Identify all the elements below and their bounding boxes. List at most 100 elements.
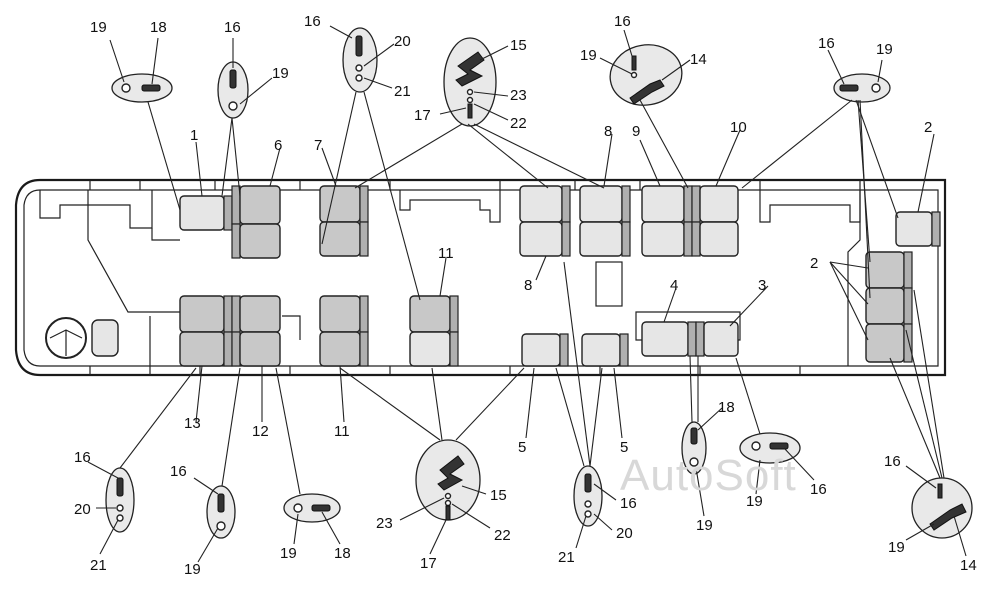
seat-12-back-lower: [231, 331, 241, 367]
callout-14-top-5: 14: [690, 51, 707, 68]
seat-4: [641, 321, 689, 357]
seat-11a-upper: [319, 295, 361, 333]
seat-9-back-lower: [683, 221, 693, 257]
callout-16-top-2: 16: [224, 19, 241, 36]
bubble-top-1: [111, 73, 173, 103]
callout-5-left: 5: [518, 439, 526, 456]
bolt-icon: [584, 473, 592, 493]
bubble-top-4: [443, 37, 497, 127]
bubble-top-5: [609, 44, 683, 106]
seat-3-back: [695, 321, 705, 357]
seat-13-back-upper: [223, 295, 233, 333]
seat-13-lower: [179, 331, 225, 367]
seat-9-back-upper: [683, 185, 693, 223]
screw-icon: [937, 483, 943, 499]
callout-7: 7: [314, 137, 322, 154]
callout-19-top-6: 19: [876, 41, 893, 58]
washer-icon: [871, 83, 881, 93]
seat-9-lower: [641, 221, 685, 257]
seat-11a-back-lower: [359, 331, 369, 367]
callout-16-bottom-1: 16: [74, 449, 91, 466]
callout-17-top-4: 17: [414, 107, 431, 124]
bracket-icon: [437, 455, 465, 491]
bubble-bottom-2: [206, 485, 236, 539]
bubble-top-6: [833, 73, 891, 103]
callout-6: 6: [274, 137, 282, 154]
seat-4-back: [687, 321, 697, 357]
mid-step: [282, 315, 301, 340]
bus-body: [14, 178, 947, 377]
callout-17-bottom-4: 17: [420, 555, 437, 572]
nut-icon: [466, 96, 474, 104]
screw-icon: [445, 505, 451, 521]
seat-8b-back-upper: [621, 185, 631, 223]
callout-10: 10: [730, 119, 747, 136]
callout-3: 3: [758, 277, 766, 294]
callout-2-side: 2: [810, 255, 818, 272]
bolt-icon: [311, 504, 331, 512]
mid-door-platform: [635, 311, 741, 341]
seat-2-bench-3-back: [903, 323, 913, 363]
driver-area: [45, 317, 119, 359]
washer-icon: [121, 83, 131, 93]
callout-19-bottom-3: 19: [280, 545, 297, 562]
seat-10-lower: [699, 221, 739, 257]
screw-icon: [467, 103, 473, 119]
bubble-bottom-8: [911, 477, 973, 539]
driver-partition: [87, 190, 180, 313]
bracket-icon: [455, 51, 485, 87]
washer-icon: [228, 101, 238, 111]
seat-10-upper: [699, 185, 739, 223]
seat-2-bench-1: [865, 251, 905, 289]
callout-19-bottom-6: 19: [696, 517, 713, 534]
callout-8-bottom: 8: [524, 277, 532, 294]
callout-19-top-2: 19: [272, 65, 289, 82]
seat-13-back-lower: [223, 331, 233, 367]
floor-hatch: [595, 261, 623, 307]
seats: [179, 185, 941, 367]
screw-icon: [631, 55, 637, 71]
seat-2-bench-1-back: [903, 251, 913, 289]
seat-11b-back-upper: [449, 295, 459, 333]
seat-11b-back-lower: [449, 331, 459, 367]
seat-10-back-upper: [691, 185, 701, 223]
callout-9: 9: [632, 123, 640, 140]
window-pillars-top: [89, 180, 861, 190]
front-console: [39, 190, 153, 229]
callout-19-top-5: 19: [580, 47, 597, 64]
seat-2-bench-2: [865, 287, 905, 325]
callout-8-top: 8: [604, 123, 612, 140]
washer-icon: [216, 521, 226, 531]
washer-icon: [630, 71, 638, 79]
seat-11b-lower: [409, 331, 451, 367]
seat-11b-upper: [409, 295, 451, 333]
nut-icon: [116, 514, 124, 522]
seat-2-rear-single: [895, 211, 933, 247]
steering-wheel-spokes: [49, 329, 83, 356]
seat-1: [179, 195, 225, 231]
callout-22-bottom-4: 22: [494, 527, 511, 544]
callout-21-bottom-1: 21: [90, 557, 107, 574]
seat-5b: [581, 333, 621, 367]
callout-19-bottom-7: 19: [746, 493, 763, 510]
seat-10-back-lower: [691, 221, 701, 257]
washer-icon: [466, 88, 474, 96]
bolt-icon: [690, 427, 698, 445]
callout-19-bottom-2: 19: [184, 561, 201, 578]
callout-16-top-3: 16: [304, 13, 321, 30]
seat-8b-upper: [579, 185, 623, 223]
washer-icon: [689, 457, 699, 467]
bolt-icon: [116, 477, 124, 497]
seat-7-upper: [319, 185, 361, 223]
seat-6-back-lower: [231, 223, 241, 259]
nut-icon: [584, 510, 592, 518]
washer-icon: [444, 492, 452, 500]
callout-18-bottom-6: 18: [718, 399, 735, 416]
rear-partition: [847, 190, 861, 366]
seat-6-upper: [239, 185, 281, 225]
seat-5a-back: [559, 333, 569, 367]
seat-9-upper: [641, 185, 685, 223]
leader-lines: [87, 25, 967, 563]
callout-16-bottom-8: 16: [884, 453, 901, 470]
seat-2-rear-single-back: [931, 211, 941, 247]
